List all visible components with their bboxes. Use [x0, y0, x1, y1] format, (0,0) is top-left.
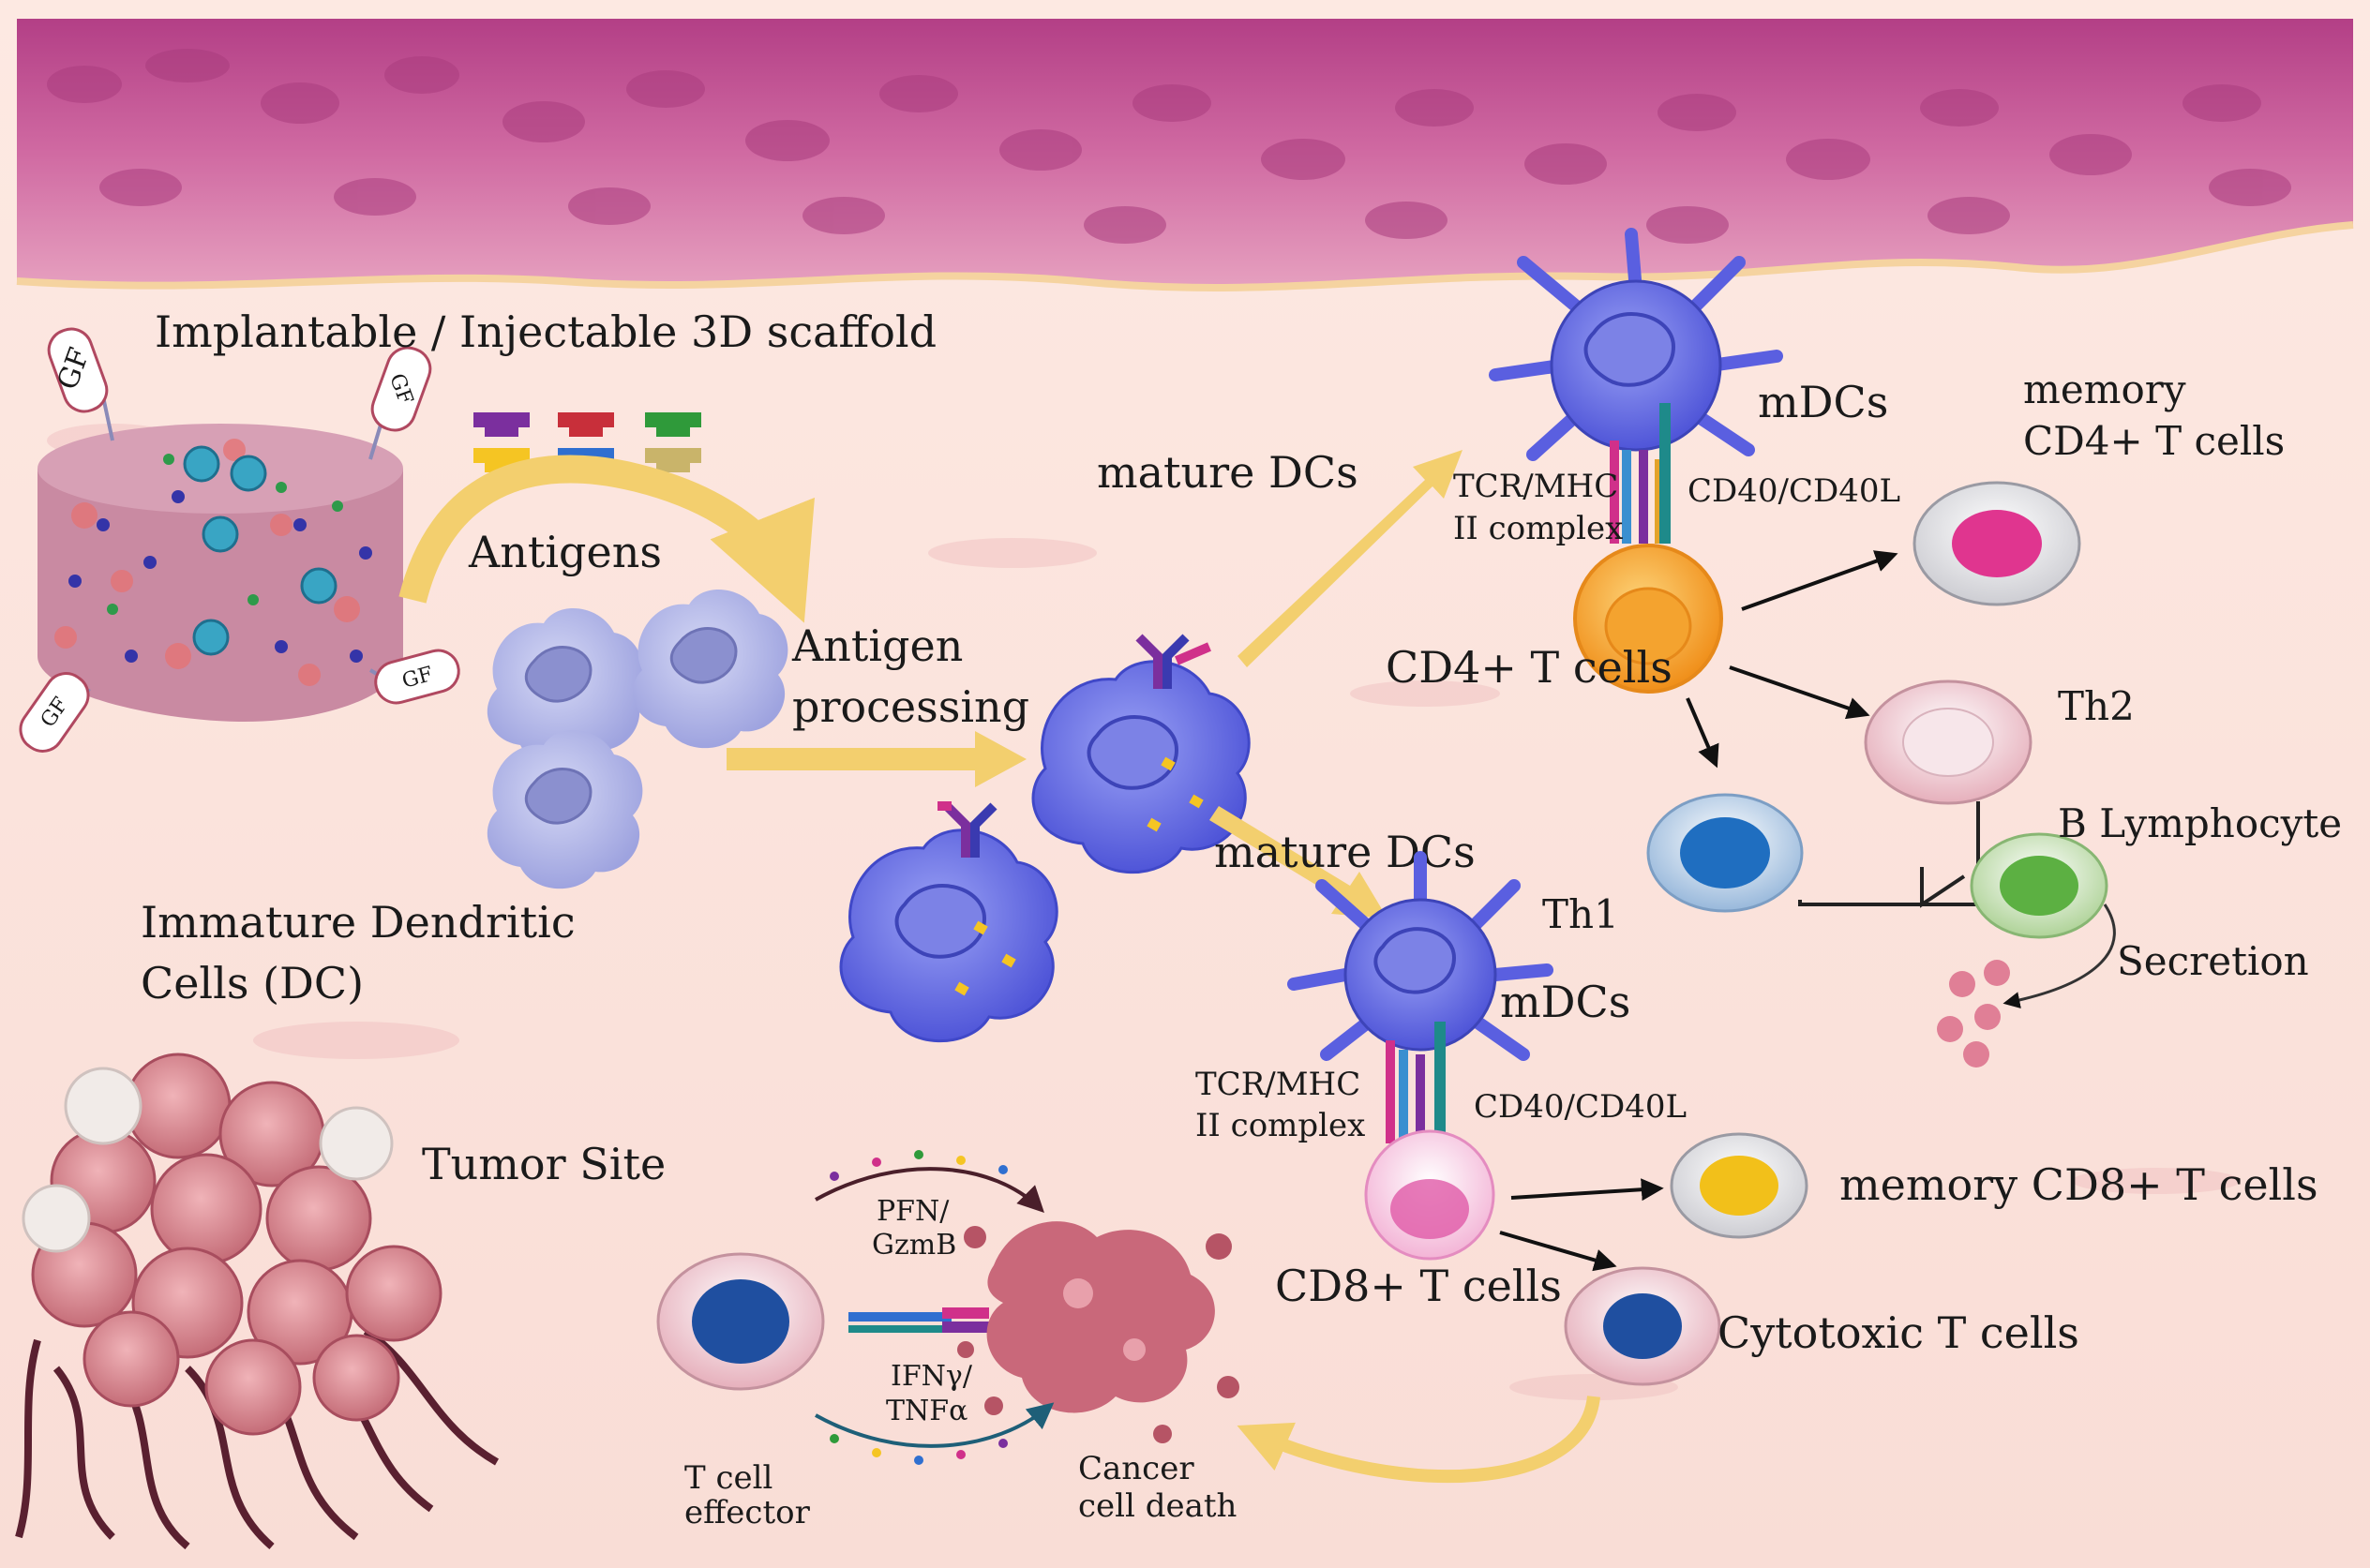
arrow-to-cytotoxic: [1499, 1231, 1617, 1272]
upper-cd40-label: CD40/CD40L: [1688, 472, 1900, 510]
pfn-arrow: [815, 1167, 1044, 1213]
upper-tcr-label-line2: II complex: [1453, 510, 1623, 547]
pfn-label-line1: PFN/: [877, 1195, 950, 1228]
t-cell-effector: [656, 1252, 989, 1391]
b-precursor-cell: [1646, 793, 1804, 913]
upper-mdcs-label: mDCs: [1758, 377, 1888, 427]
lower-tcr-mhc-complex: [1386, 1022, 1446, 1143]
arrow-to-memory-cd8: [1510, 1178, 1664, 1202]
effector-label-line2: effector: [684, 1494, 811, 1531]
secretion-label: Secretion: [2117, 938, 2309, 984]
b-lymphocyte-cell: [1970, 832, 2108, 939]
tumor-site-label: Tumor Site: [422, 1139, 666, 1189]
gf-tag-1: GF: [47, 327, 114, 441]
upper-tcr-label-line1: TCR/MHC: [1453, 468, 1618, 505]
pfn-label-line2: GzmB: [872, 1229, 956, 1262]
ifn-label-line1: IFNγ/: [891, 1360, 973, 1393]
scaffold-title: Implantable / Injectable 3D scaffold: [155, 306, 937, 357]
antigen-processing-label-line2: processing: [792, 681, 1029, 732]
cd8-t-cell: [1364, 1129, 1495, 1261]
lower-tcr-label-line1: TCR/MHC: [1195, 1066, 1360, 1103]
arrow-to-th2: [1729, 665, 1870, 720]
lower-cd40-label: CD40/CD40L: [1474, 1088, 1687, 1126]
antigens-label: Antigens: [468, 527, 662, 577]
tumor-mass: [15, 1053, 499, 1550]
immature-dc-label-line1: Immature Dendritic: [141, 897, 576, 948]
lower-mdc-cell: [1287, 851, 1553, 1061]
antibody-particles: [1937, 960, 2010, 1068]
lower-mdcs-label: mDCs: [1500, 977, 1630, 1027]
memory-cd4-cell: [1912, 481, 2081, 606]
memory-cd8-cell: [1670, 1132, 1808, 1239]
lower-mature-label: mature DCs: [1214, 827, 1476, 877]
death-label-line1: Cancer: [1078, 1450, 1194, 1487]
antigen-processing-arrow: [727, 731, 1027, 787]
upper-mdc-cell: [1489, 228, 1783, 461]
ifn-label-line2: TNFα: [886, 1395, 968, 1427]
th2-label: Th2: [2058, 683, 2135, 729]
upper-tcr-mhc-complex: [1610, 403, 1671, 544]
scaffold-graphic: [38, 424, 403, 722]
cytokine-dots: [830, 1150, 1008, 1465]
cd4-t-cell: [1573, 544, 1723, 694]
arrow-to-b-precursor: [1686, 697, 1719, 769]
cd8-label: CD8+ T cells: [1275, 1261, 1562, 1311]
lower-mature-arrow: [1209, 806, 1388, 918]
ifn-arrow: [815, 1402, 1055, 1448]
gf-tag-2: GF: [368, 346, 432, 460]
cytotoxic-t-cell: [1564, 1266, 1721, 1386]
antigen-processing-label-line1: Antigen: [791, 620, 963, 671]
upper-mature-label: mature DCs: [1097, 447, 1358, 498]
mature-dc-center: [839, 634, 1251, 1043]
b-lymphocyte-label: B Lymphocyte: [2058, 800, 2342, 846]
th1-label: Th1: [1542, 891, 1619, 937]
immature-dc-cells: [487, 589, 788, 889]
epithelial-tissue-layer: [16, 19, 2354, 291]
secretion-arrow: [2002, 903, 2116, 1008]
effector-label-line1: T cell: [684, 1459, 772, 1497]
memory-cd4-label-line1: memory: [2023, 366, 2186, 412]
arrow-to-memory-cd4: [1741, 550, 1898, 611]
cytotoxic-return-arrow: [1237, 1395, 1600, 1484]
memory-cd8-label: memory CD8+ T cells: [1839, 1159, 2318, 1210]
upper-mature-arrow: [1238, 450, 1462, 667]
cancer-cell-death: [957, 1221, 1239, 1443]
lower-tcr-label-line2: II complex: [1195, 1107, 1365, 1144]
th2-cell: [1864, 679, 2032, 805]
b-bracket: [1798, 801, 1980, 908]
gf-tag-3: GF: [19, 672, 91, 753]
immature-dc-label-line2: Cells (DC): [141, 958, 364, 1008]
antigens-curve-arrow: [398, 455, 815, 623]
death-label-line2: cell death: [1078, 1487, 1237, 1525]
memory-cd4-label-line2: CD4+ T cells: [2023, 418, 2285, 464]
cd4-label: CD4+ T cells: [1386, 642, 1672, 693]
gf-tag-4: GF: [368, 649, 460, 705]
cytotoxic-label: Cytotoxic T cells: [1718, 1307, 2079, 1358]
